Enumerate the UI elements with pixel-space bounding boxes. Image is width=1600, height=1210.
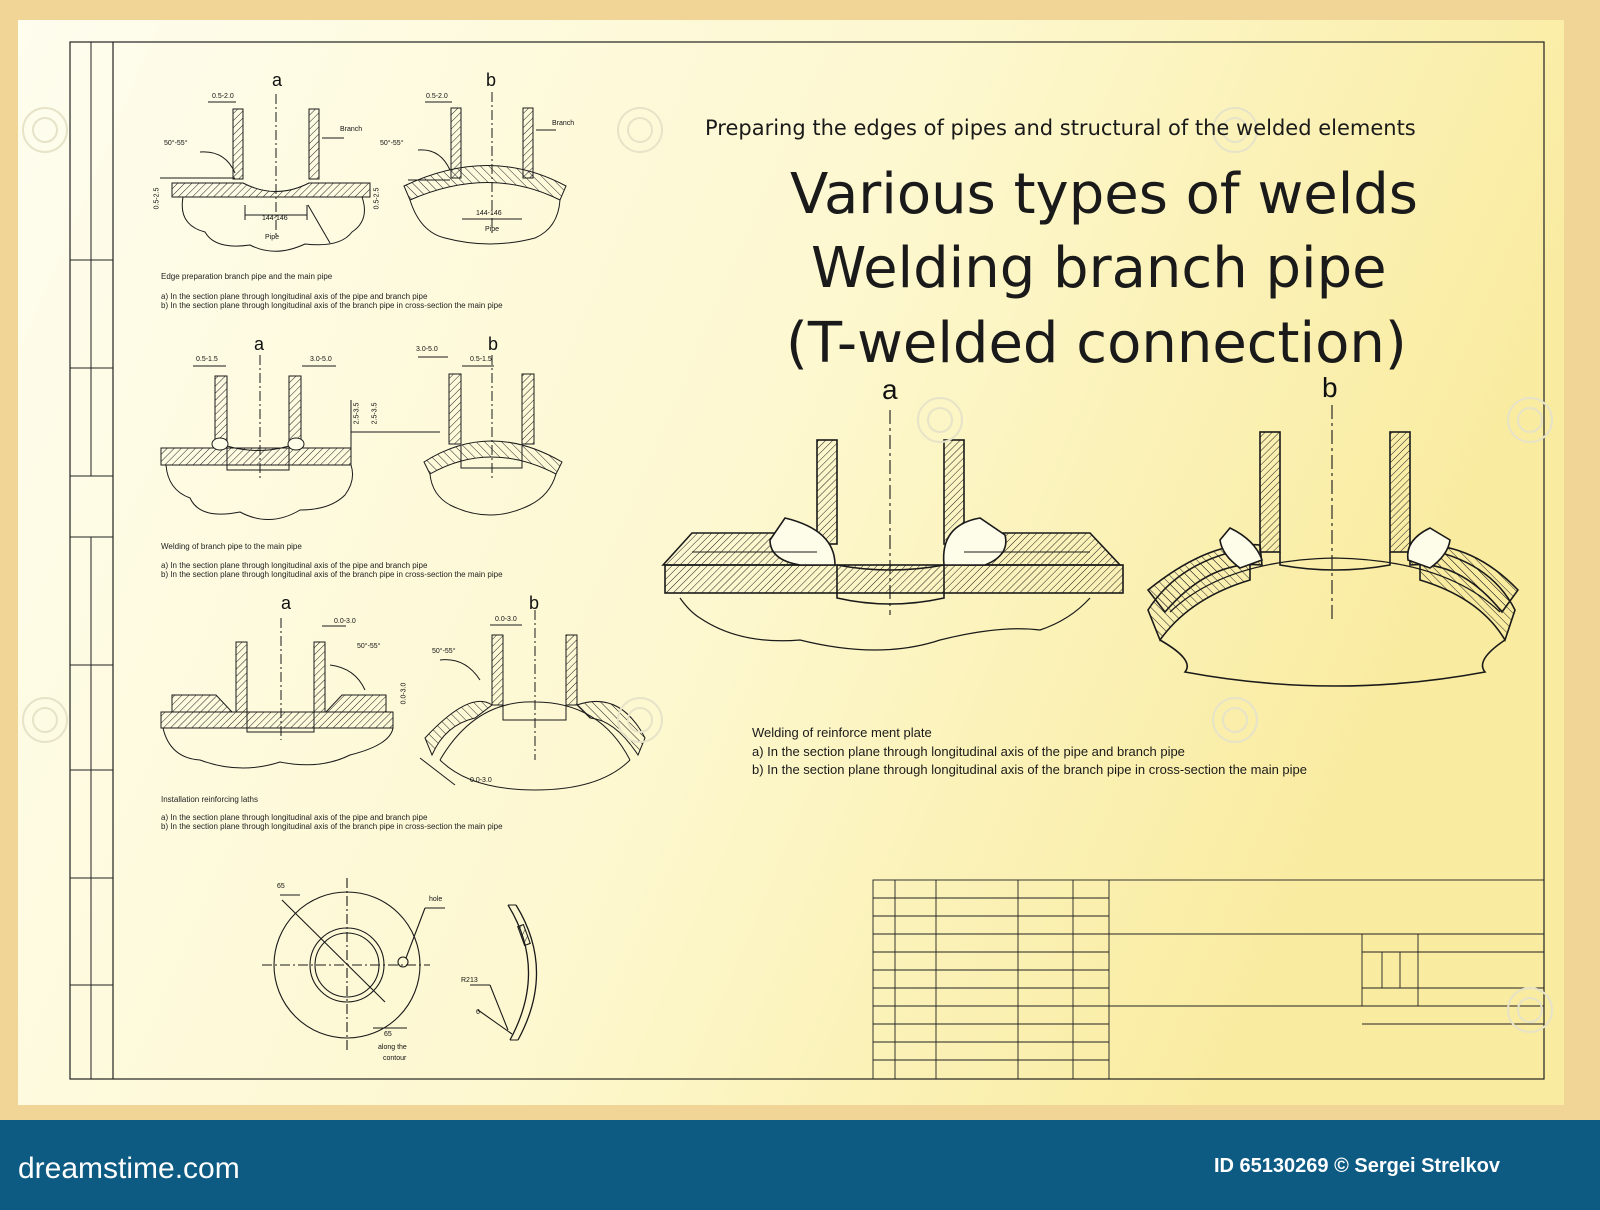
s3-caption-a: a) In the section plane through longitud… bbox=[161, 813, 428, 822]
s2-dim-gap-right-b: 3.0-5.0 bbox=[416, 346, 438, 353]
footer-bar bbox=[0, 1120, 1600, 1210]
image-id-credit: ID 65130269 © Sergei Strelkov bbox=[1214, 1155, 1501, 1177]
s1-caption-title: Edge preparation branch pipe and the mai… bbox=[161, 272, 333, 281]
plate-label-along: along the bbox=[378, 1044, 407, 1051]
section3-drawing-a bbox=[160, 618, 394, 769]
dreamstime-logo: dreamstime.com bbox=[18, 1152, 240, 1185]
s2-caption-title: Welding of branch pipe to the main pipe bbox=[161, 542, 302, 551]
s3-dim-angle-b: 50°-55° bbox=[432, 648, 456, 655]
left-margin-boxes bbox=[69, 41, 114, 1080]
s3-dim-angle-a: 50°-55° bbox=[357, 643, 381, 650]
s1-label-branch-b: Branch bbox=[552, 120, 575, 127]
s3-label-b: b bbox=[529, 593, 540, 613]
s2-dim-gap-right-a: 3.0-5.0 bbox=[310, 356, 332, 363]
section2-drawing-b bbox=[418, 355, 563, 516]
s1-label-a: a bbox=[272, 70, 283, 90]
s1-caption-b: b) In the section plane through longitud… bbox=[161, 301, 503, 310]
section1-drawing-a bbox=[160, 94, 371, 252]
s1-label-branch-a: Branch bbox=[340, 126, 363, 133]
plate-label-contour: contour bbox=[383, 1055, 407, 1062]
s2-label-a: a bbox=[254, 334, 265, 354]
s2-dim-gap-left-b: 0.5-1.5 bbox=[470, 356, 492, 363]
s1-dim-angle-a: 50°-55° bbox=[164, 140, 188, 147]
s2-caption-b: b) In the section plane through longitud… bbox=[161, 570, 503, 579]
s1-label-b: b bbox=[486, 70, 497, 90]
large-caption-a: a) In the section plane through longitud… bbox=[752, 743, 1185, 759]
s2-caption-a: a) In the section plane through longitud… bbox=[161, 561, 428, 570]
plate-dim-radius: R213 bbox=[461, 977, 478, 984]
section1-drawing-b bbox=[403, 92, 567, 245]
title-block bbox=[872, 879, 1545, 1080]
large-drawing-a bbox=[661, 410, 1124, 651]
title-line-3: (T-welded connection) bbox=[786, 311, 1407, 376]
large-label-a: a bbox=[882, 374, 898, 405]
section2-drawing-a bbox=[160, 355, 440, 521]
s3-label-a: a bbox=[281, 593, 292, 613]
large-caption-title: Welding of reinforce ment plate bbox=[752, 725, 932, 740]
plate-dim-65-top: 65 bbox=[277, 883, 285, 890]
s2-dim-gap-left-a: 0.5-1.5 bbox=[196, 356, 218, 363]
s1-dim-gap-a: 0.5-2.0 bbox=[212, 93, 234, 100]
s3-caption-b: b) In the section plane through longitud… bbox=[161, 822, 503, 831]
s1-label-pipe-b: Pipe bbox=[485, 226, 500, 233]
large-drawing-b bbox=[1146, 405, 1520, 687]
s1-dim-gap-b: 0.5-2.0 bbox=[426, 93, 448, 100]
plate-dim-6: 6 bbox=[476, 1009, 480, 1016]
title-line-2: Welding branch pipe bbox=[811, 236, 1387, 301]
s1-caption-a: a) In the section plane through longitud… bbox=[161, 292, 428, 301]
plate-dim-65-bottom: 65 bbox=[384, 1031, 392, 1038]
plate-label-hole: hole bbox=[429, 896, 443, 903]
watermark-spirals bbox=[22, 107, 1553, 1033]
s3-dim-gap-b-bottom: 0.0-3.0 bbox=[470, 777, 492, 784]
section3-drawing-b bbox=[419, 610, 646, 791]
title-line-1: Various types of welds bbox=[790, 162, 1418, 227]
s1-dim-width-a: 144-146 bbox=[262, 215, 288, 222]
large-caption-b: b) In the section plane through longitud… bbox=[752, 762, 1308, 777]
s3-dim-gap-vertical: 0.0-3.0 bbox=[400, 682, 408, 705]
s1-label-pipe-a: Pipe bbox=[265, 234, 280, 241]
s3-dim-gap-a: 0.0-3.0 bbox=[334, 618, 356, 625]
s1-dim-width-b: 144-146 bbox=[476, 210, 502, 217]
plate-detail-drawing bbox=[262, 878, 538, 1050]
s1-dim-angle-b: 50°-55° bbox=[380, 140, 404, 147]
s3-caption-title: Installation reinforcing laths bbox=[161, 795, 258, 804]
s2-dim-height-1: 2.5-3.5 bbox=[353, 402, 361, 425]
s3-dim-gap-b-top: 0.0-3.0 bbox=[495, 616, 517, 623]
large-label-b: b bbox=[1322, 372, 1338, 403]
s1-dim-thickness-b: 0.5-2.5 bbox=[373, 187, 381, 210]
large-caption: Welding of reinforce ment plate a) In th… bbox=[752, 724, 1307, 780]
sheet-subtitle: Preparing the edges of pipes and structu… bbox=[705, 116, 1416, 140]
s2-dim-height-2: 2.5-3.5 bbox=[371, 402, 379, 425]
s1-dim-thickness-a: 0.5-2.5 bbox=[153, 187, 161, 210]
s2-label-b: b bbox=[488, 334, 499, 354]
